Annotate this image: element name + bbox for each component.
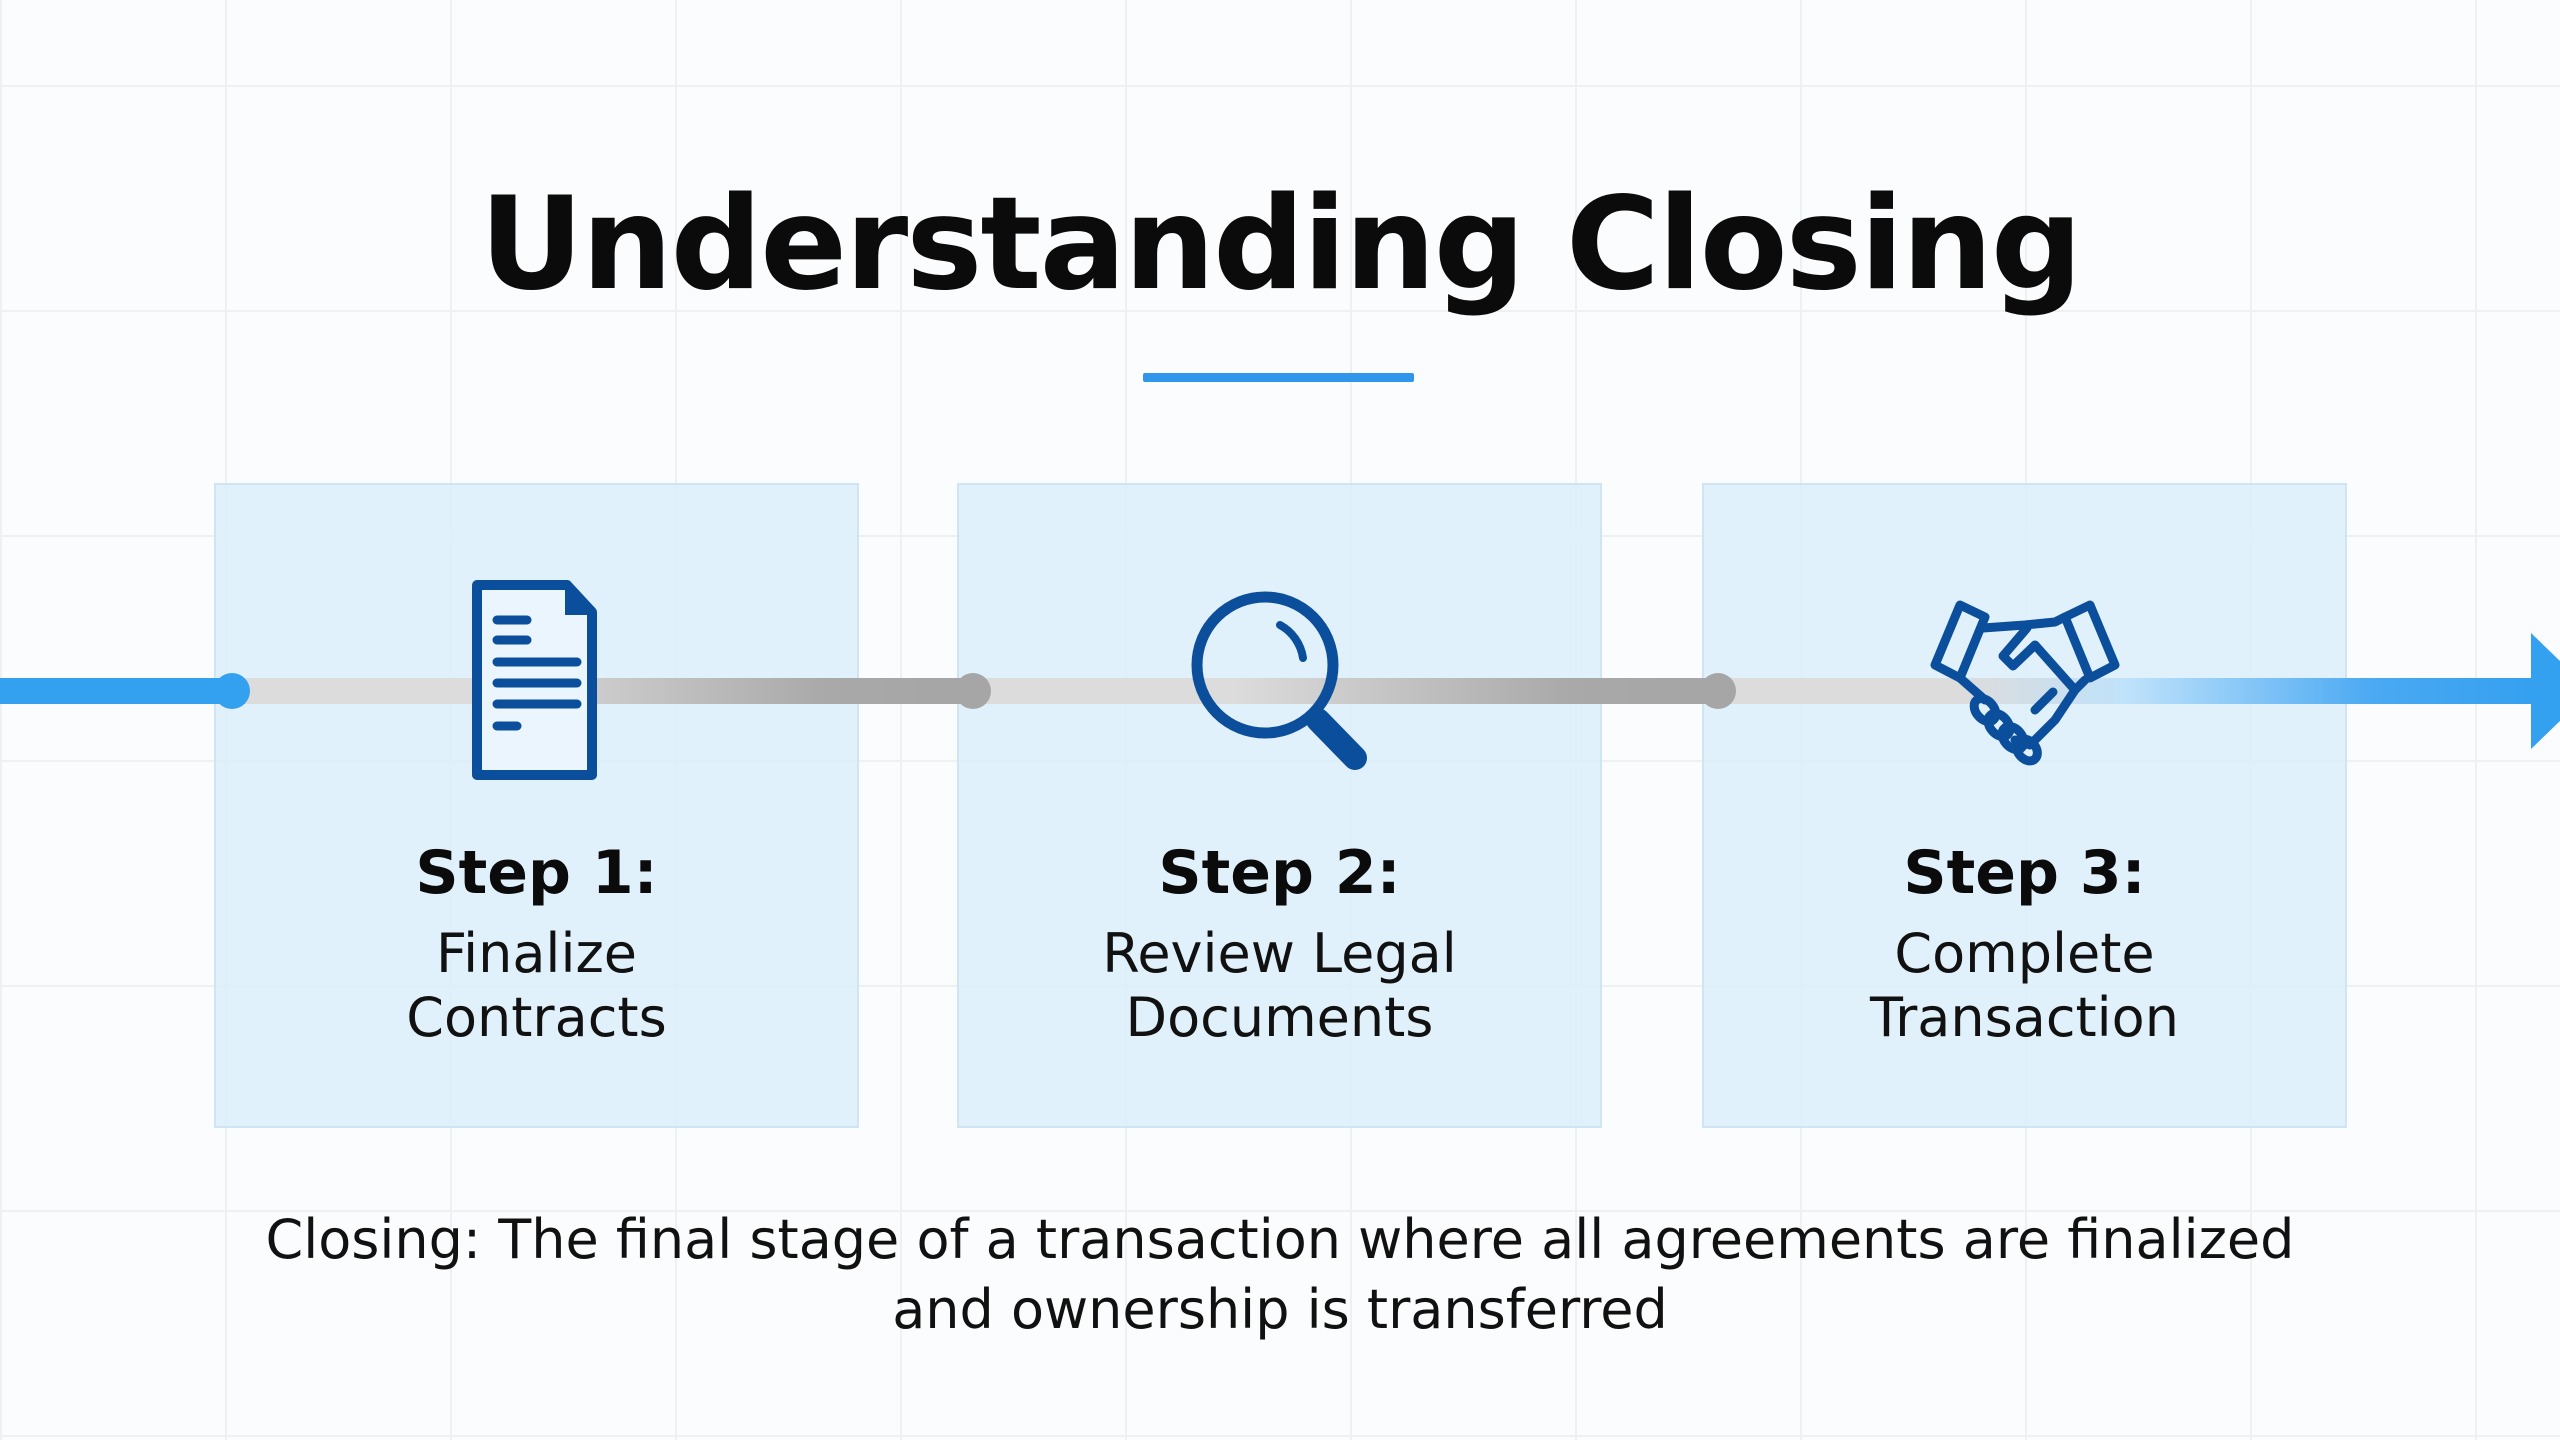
page-title: Understanding Closing [479,170,2083,319]
timeline-segment-2 [973,678,1718,704]
arrow-head-icon [2531,633,2560,749]
definition-line-1: Closing: The final stage of a transactio… [265,1208,2295,1271]
step-3-label: Step 3: [1903,838,2146,908]
document-icon [214,570,859,800]
step-2-line-1: Review Legal [1102,922,1457,985]
definition-line-2: and ownership is transferred [892,1278,1668,1341]
step-card-3 [1702,483,2347,1128]
timeline-node-1 [214,673,250,709]
magnifier-icon [957,570,1602,800]
timeline-node-3 [1700,673,1736,709]
step-1-line-1: Finalize [435,922,638,985]
handshake-icon [1702,570,2347,800]
step-3-line-1: Complete [1894,922,2155,985]
step-3-line-2: Transaction [1870,986,2179,1049]
step-2-line-2: Documents [1125,986,1434,1049]
step-2-label: Step 2: [1158,838,1401,908]
timeline-segment-1 [232,678,973,704]
timeline-node-2 [955,673,991,709]
step-card-2 [957,483,1602,1128]
step-1-line-2: Contracts [406,986,667,1049]
title-underline [1143,373,1414,382]
timeline-segment-3 [1718,678,2538,704]
step-1-label: Step 1: [415,838,658,908]
definition-text: Closing: The final stage of a transactio… [0,1205,2560,1345]
timeline-start [0,678,232,704]
